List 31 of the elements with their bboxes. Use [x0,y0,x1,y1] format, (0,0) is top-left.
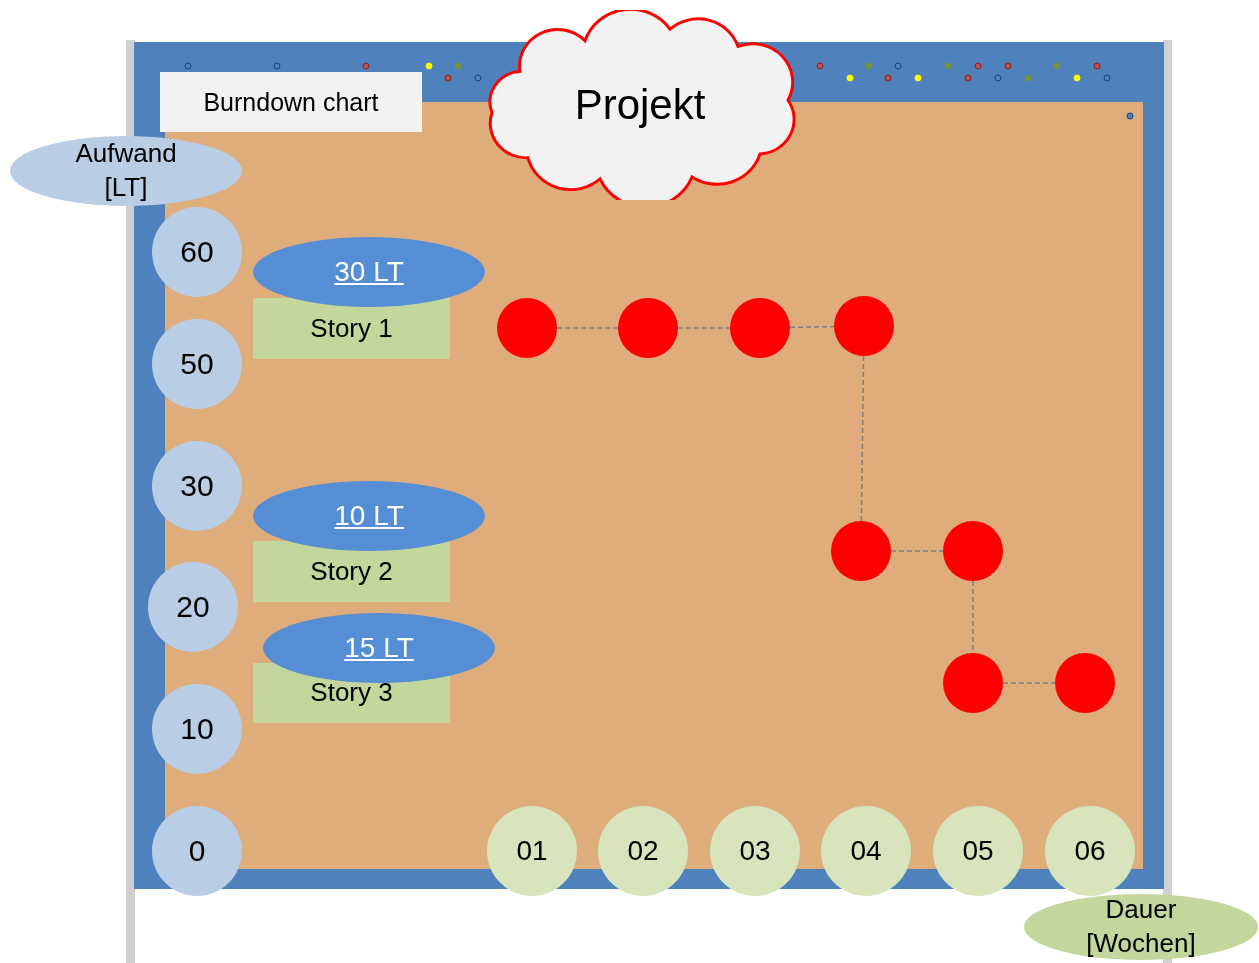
story-label: Story 1 [310,313,393,344]
dashed-connector [890,550,944,552]
tick-label: 20 [176,589,210,625]
estimate-label: 10 LT [334,499,404,533]
axis-title: Dauer [Wochen] [1085,893,1197,960]
dashed-connector [677,327,731,329]
cloud-title: Projekt [574,80,706,130]
axis-title: Aufwand [LT] [74,137,178,204]
tick-label: 50 [180,346,214,382]
estimate-label: 15 LT [344,631,414,665]
tick-label: 02 [627,834,659,868]
story-label: Story 3 [310,678,393,708]
dashed-connector [1002,682,1056,684]
tick-label: 30 [180,468,214,504]
card-title: Burndown chart [203,87,379,117]
tick-label: 06 [1074,834,1106,868]
story-card [253,541,450,602]
tick-label: 10 [180,711,214,747]
story-card [253,298,450,359]
tick-label: 03 [739,834,771,868]
title-card [160,72,422,132]
tick-label: 0 [188,833,206,869]
tick-label: 04 [850,834,882,868]
tick-label: 01 [516,834,548,868]
dashed-connector [556,327,619,329]
tick-label: 60 [180,234,214,270]
story-label: Story 2 [310,556,393,587]
estimate-label: 30 LT [334,255,404,289]
tick-label: 05 [962,834,994,868]
dashed-connector [860,355,865,522]
dashed-connector [789,325,835,329]
